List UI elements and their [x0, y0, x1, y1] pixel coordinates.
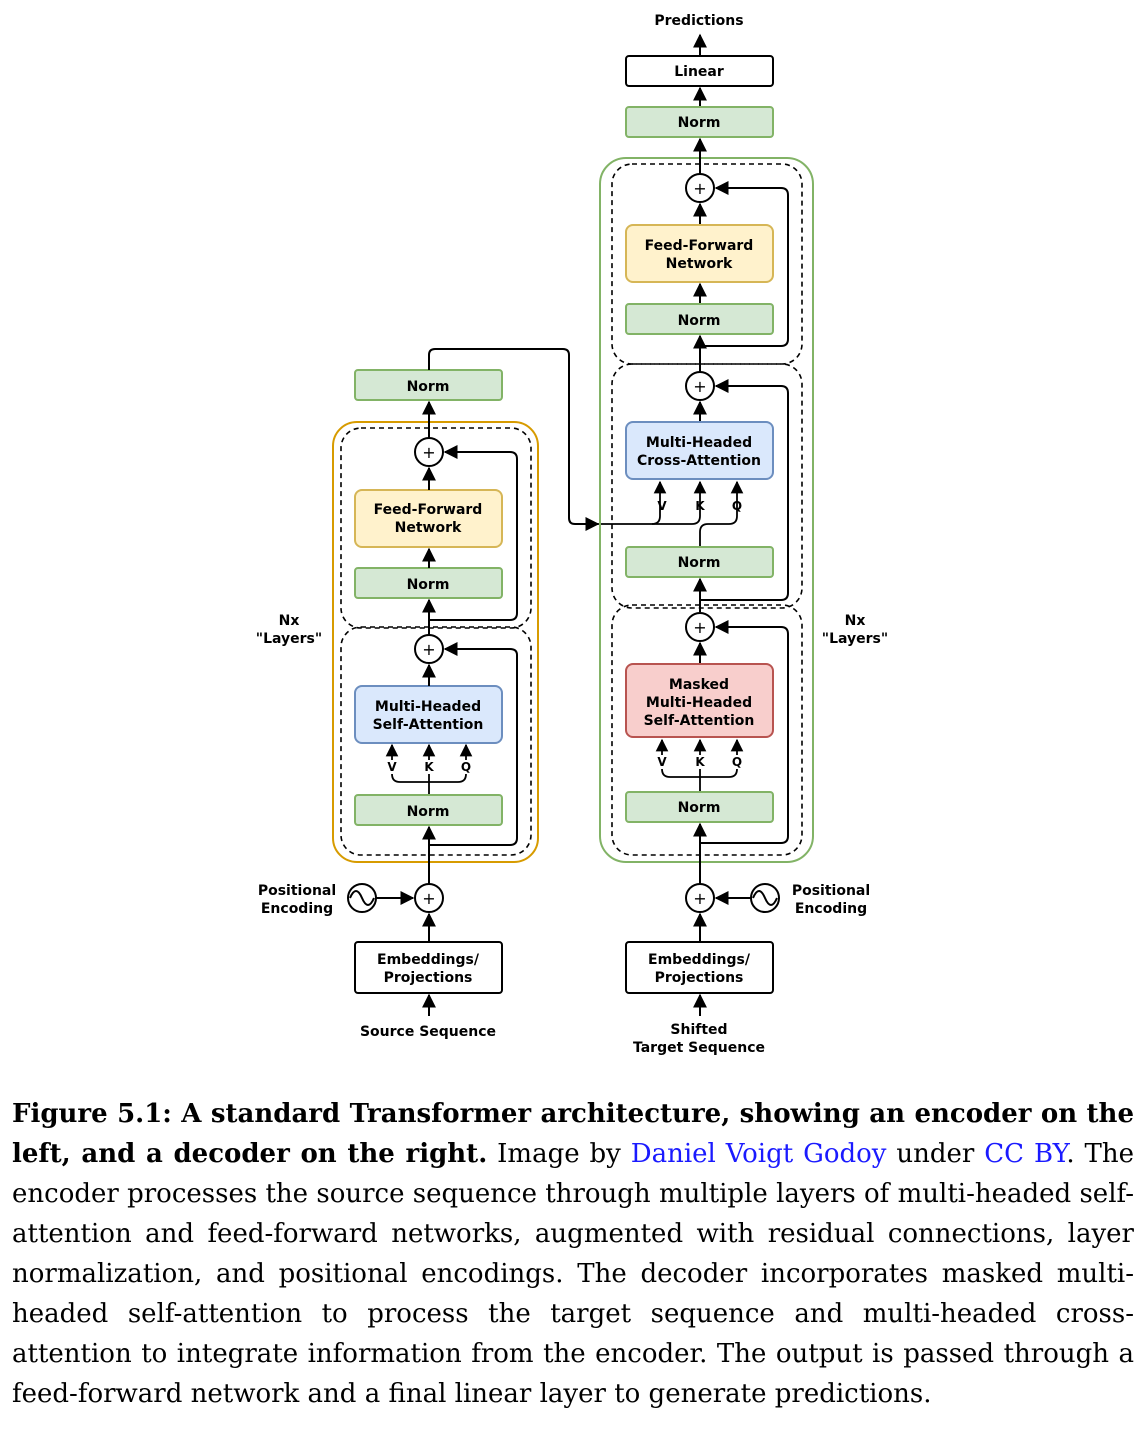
decoder-cross-k-label: K	[695, 499, 705, 513]
plus-label: +	[693, 377, 706, 396]
decoder-masked-sublayer-frame	[611, 604, 803, 856]
encoder-mhsa-label-1: Multi-Headed	[375, 699, 481, 715]
decoder-pos-add	[685, 883, 715, 913]
encoder-ffn-sublayer-frame	[340, 427, 532, 629]
decoder-cross-sublayer-frame	[611, 363, 803, 609]
license-link[interactable]: CC BY	[984, 1139, 1067, 1169]
linear-label: Linear	[674, 64, 724, 80]
encoder-positional-label-1: Positional	[258, 883, 336, 899]
caption-description: . The encoder processes the source seque…	[12, 1139, 1135, 1409]
encoder-to-decoder-connection	[428, 348, 600, 531]
source-sequence-label: Source Sequence	[360, 1024, 496, 1040]
encoder-ffn-label-2: Network	[395, 520, 462, 536]
transformer-diagram: Norm + Feed-Forward Network Norm + Multi…	[256, 13, 888, 1056]
decoder-cross-norm-label: Norm	[678, 555, 721, 571]
predictions-label: Predictions	[654, 13, 743, 29]
plus-label: +	[422, 889, 435, 908]
decoder: Predictions Linear Norm + Feed-Forward N…	[599, 13, 888, 1056]
decoder-ffn-label-1: Feed-Forward	[645, 238, 754, 254]
caption-figure-label: Figure 5.1: A standard Transformer archi…	[12, 1099, 1134, 1169]
caption-image-by: Image by	[497, 1139, 621, 1169]
author-link[interactable]: Daniel Voigt Godoy	[630, 1139, 887, 1169]
encoder-ffn	[354, 489, 503, 548]
plus-label: +	[422, 443, 435, 462]
decoder-k-label: K	[695, 755, 705, 769]
decoder-final-norm	[625, 106, 774, 138]
encoder-mhsa-label-2: Self-Attention	[373, 717, 484, 733]
decoder-add-masked	[685, 612, 715, 642]
encoder-layers-label: "Layers"	[256, 631, 322, 647]
decoder-cross-v-label: V	[657, 499, 667, 513]
encoder-ffn-norm-label: Norm	[407, 577, 450, 593]
decoder-masked-label-3: Self-Attention	[644, 713, 755, 729]
encoder-ffn-label-1: Feed-Forward	[374, 502, 483, 518]
encoder-emb-label-1: Embeddings/	[377, 952, 480, 968]
decoder-positional-label-2: Encoding	[795, 901, 867, 917]
plus-label: +	[693, 618, 706, 637]
decoder-mhca-label-1: Multi-Headed	[646, 435, 752, 451]
plus-label: +	[693, 889, 706, 908]
decoder-masked-self-attention	[625, 663, 774, 738]
decoder-cross-norm	[625, 546, 774, 578]
caption-under: under	[896, 1139, 975, 1169]
decoder-q-label: Q	[732, 755, 742, 769]
decoder-ffn-sublayer-frame	[611, 163, 803, 365]
encoder-q-label: Q	[461, 760, 471, 774]
decoder-add-ffn	[685, 173, 715, 203]
encoder: Norm + Feed-Forward Network Norm + Multi…	[256, 369, 539, 1040]
encoder-positional-label-2: Encoding	[261, 901, 333, 917]
decoder-layers-label: "Layers"	[822, 631, 888, 647]
decoder-v-label: V	[657, 755, 667, 769]
decoder-masked-norm	[625, 791, 774, 823]
encoder-stack-border	[332, 421, 539, 863]
decoder-emb-label-2: Projections	[655, 970, 744, 986]
decoder-masked-label-2: Multi-Headed	[646, 695, 752, 711]
encoder-final-norm-label: Norm	[407, 379, 450, 395]
decoder-masked-label-1: Masked	[669, 677, 729, 693]
decoder-positional-label-1: Positional	[792, 883, 870, 899]
plus-label: +	[693, 179, 706, 198]
shifted-label-1: Shifted	[670, 1022, 727, 1038]
decoder-ffn-norm	[625, 303, 774, 335]
decoder-ffn-label-2: Network	[666, 256, 733, 272]
encoder-pos-add	[414, 883, 444, 913]
encoder-emb-label-2: Projections	[384, 970, 473, 986]
decoder-linear	[625, 55, 774, 87]
shifted-label-2: Target Sequence	[633, 1040, 765, 1056]
figure-caption: Figure 5.1: A standard Transformer archi…	[12, 1094, 1134, 1414]
decoder-final-norm-label: Norm	[678, 115, 721, 131]
encoder-k-label: K	[424, 760, 434, 774]
encoder-attn-norm-label: Norm	[407, 804, 450, 820]
encoder-v-label: V	[387, 760, 397, 774]
decoder-nx-label: Nx	[845, 613, 866, 629]
encoder-attn-norm	[354, 794, 503, 826]
decoder-ffn-norm-label: Norm	[678, 313, 721, 329]
decoder-stack-border	[599, 157, 814, 863]
decoder-masked-norm-label: Norm	[678, 800, 721, 816]
decoder-add-cross	[685, 371, 715, 401]
decoder-emb-label-1: Embeddings/	[648, 952, 751, 968]
encoder-attn-sublayer-frame	[340, 626, 532, 856]
plus-label: +	[422, 640, 435, 659]
decoder-mhca-label-2: Cross-Attention	[637, 453, 761, 469]
encoder-nx-label: Nx	[279, 613, 300, 629]
decoder-cross-attention	[625, 421, 774, 480]
decoder-ffn	[625, 224, 774, 283]
